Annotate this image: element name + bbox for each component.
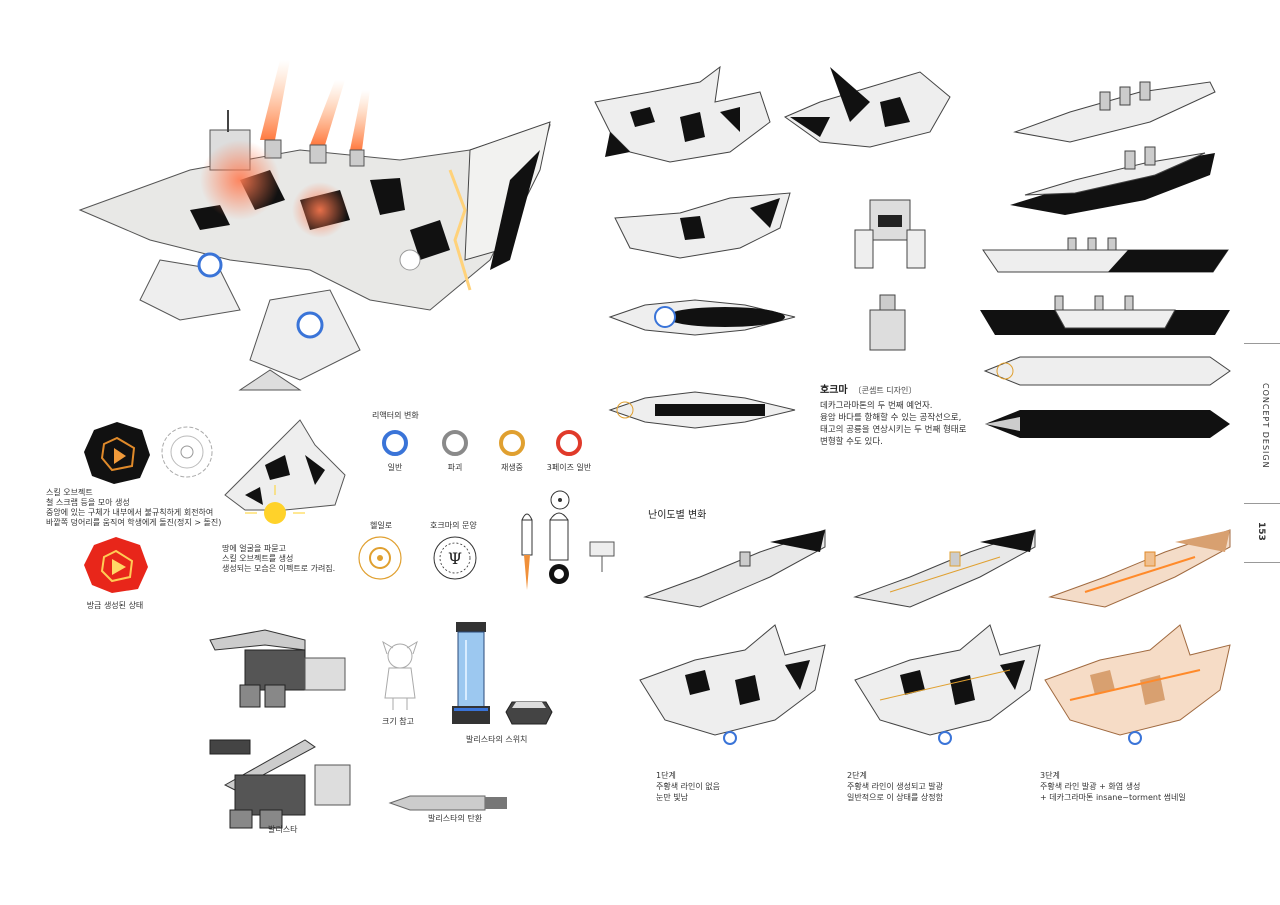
stage2-name: 2단계 — [847, 771, 867, 780]
ballista-switch-render — [452, 622, 553, 725]
switch-label: 발리스타의 스위치 — [466, 735, 528, 744]
hawk-desc-line4: 변형할 수도 있다. — [820, 437, 883, 447]
ship-form-bottom-render — [985, 410, 1230, 438]
skill-object-title: 스킬 오브젝트 — [46, 488, 93, 497]
svg-text:Ψ: Ψ — [448, 549, 462, 568]
ship-form-view-1-render — [1013, 81, 1216, 143]
dino-form-top-render — [608, 299, 796, 336]
difficulty-title: 난이도별 변화 — [648, 510, 707, 521]
sidebar-section-label: CONCEPT DESIGN — [1261, 383, 1270, 469]
stage3-line1: 주황색 라인 발광 + 화염 생성 — [1040, 782, 1141, 791]
skill-object-line3: 바깥쪽 덩어리를 움직여 학생에게 돌진(정지 > 돌진) — [46, 518, 222, 527]
sidebar-rule-bottom — [1244, 562, 1280, 563]
stage1-line2: 눈만 빛남 — [656, 793, 688, 802]
stage3-name: 3단계 — [1040, 771, 1060, 780]
ship-form-view-4-render — [980, 295, 1230, 335]
reactor-regenerating-icon — [499, 430, 525, 456]
ballista-top-render — [209, 629, 346, 708]
hawk-name: 호크마 — [820, 385, 848, 396]
hawk-mecha-main-render — [78, 60, 551, 391]
reactor-states: 일반 파괴 재생중 3페이즈 일반 — [376, 428, 591, 478]
skill-object-line1: 철 스크랩 등을 모아 생성 — [46, 498, 130, 507]
stage3-ship-render — [1048, 529, 1231, 608]
dino-form-bottom-render — [608, 391, 796, 429]
reactor-destroyed-icon — [442, 430, 468, 456]
pattern-label: 호크마의 문양 — [430, 521, 477, 530]
stage2-ship-render — [853, 529, 1036, 608]
dino-form-side-right-render — [783, 67, 951, 148]
sidebar-rule-top — [1244, 343, 1280, 344]
stage3-dino-render — [1044, 624, 1231, 745]
hawk-title: 호크마 〔콘셉트 디자인〕 — [820, 378, 916, 397]
dino-form-side-left-render — [594, 65, 771, 163]
ship-form-view-3-render — [982, 237, 1229, 273]
reactor-state-label: 파괴 — [447, 463, 463, 472]
hawk-emblem-icon: Ψ — [433, 536, 477, 580]
stage2-dino-render — [854, 624, 1041, 745]
dino-form-front-render — [854, 199, 926, 269]
reactor-phase3-icon — [556, 430, 582, 456]
ship-form-top-render — [983, 356, 1231, 386]
stage2-line1: 주황색 라인이 생성되고 발광 — [847, 782, 943, 791]
stage1-ship-render — [643, 529, 826, 608]
spawn-note-line1: 땅에 얼굴을 파묻고 — [222, 544, 286, 553]
helipad-label: 헬일로 — [370, 521, 393, 530]
skill-object-line2: 중앙에 있는 구체가 내부에서 불규칙하게 회전하여 — [46, 508, 214, 517]
dino-form-side2-render — [614, 192, 791, 259]
skill-object-wireframe-icon — [161, 426, 213, 478]
hawk-desc-line3: 태고의 공룡을 연상시키는 두 번째 형태로 — [820, 425, 967, 435]
stage1-line1: 주황색 라인이 없음 — [656, 782, 720, 791]
reactor-title: 리액터의 변화 — [372, 411, 419, 420]
spawn-note-line2: 스킬 오브젝트를 생성 — [222, 554, 294, 563]
hawk-subtitle: 〔콘셉트 디자인〕 — [853, 386, 917, 395]
reactor-normal-icon — [382, 430, 408, 456]
stage3-line2: + 데카그라마톤 insane~torment 썸네일 — [1040, 793, 1186, 802]
page-number: 153 — [1256, 522, 1266, 541]
bolt-label: 발리스타의 탄환 — [428, 814, 483, 823]
reactor-state-label: 재생중 — [500, 463, 524, 472]
stage1-dino-render — [639, 624, 826, 745]
stage2-line2: 일반적으로 이 상태를 상정함 — [847, 793, 943, 802]
size-ref-label: 크기 참고 — [382, 717, 414, 726]
spawn-pose-render — [224, 419, 346, 524]
hawk-desc-line2: 융암 바다를 항해할 수 있는 공작선으로, — [820, 413, 962, 423]
stage1-name: 1단계 — [656, 771, 676, 780]
hawk-desc-line1: 데카그라마톤의 두 번째 예언자. — [820, 401, 933, 411]
sidebar-rule-middle — [1244, 503, 1280, 504]
helipad-icon — [358, 536, 402, 580]
spawn-note-line3: 생성되는 모습은 이펙트로 가려짐. — [222, 564, 336, 573]
reactor-state-label: 3페이즈 일반 — [546, 463, 592, 472]
ballista-label: 발리스타 — [268, 825, 298, 834]
ship-form-view-2-render — [1010, 146, 1215, 215]
ballista-bottom-render — [209, 739, 351, 829]
reactor-state-label: 일반 — [387, 463, 403, 472]
skill-object-dark-core-icon — [84, 422, 150, 484]
size-reference-character-icon — [382, 640, 418, 710]
skill-object-created-red-icon — [84, 537, 148, 593]
ballista-bolt-icon — [388, 795, 507, 811]
missile-icons — [521, 490, 615, 590]
ship-form-rear-render — [869, 294, 906, 351]
skill-object-created-label: 방금 생성된 상태 — [86, 601, 144, 610]
